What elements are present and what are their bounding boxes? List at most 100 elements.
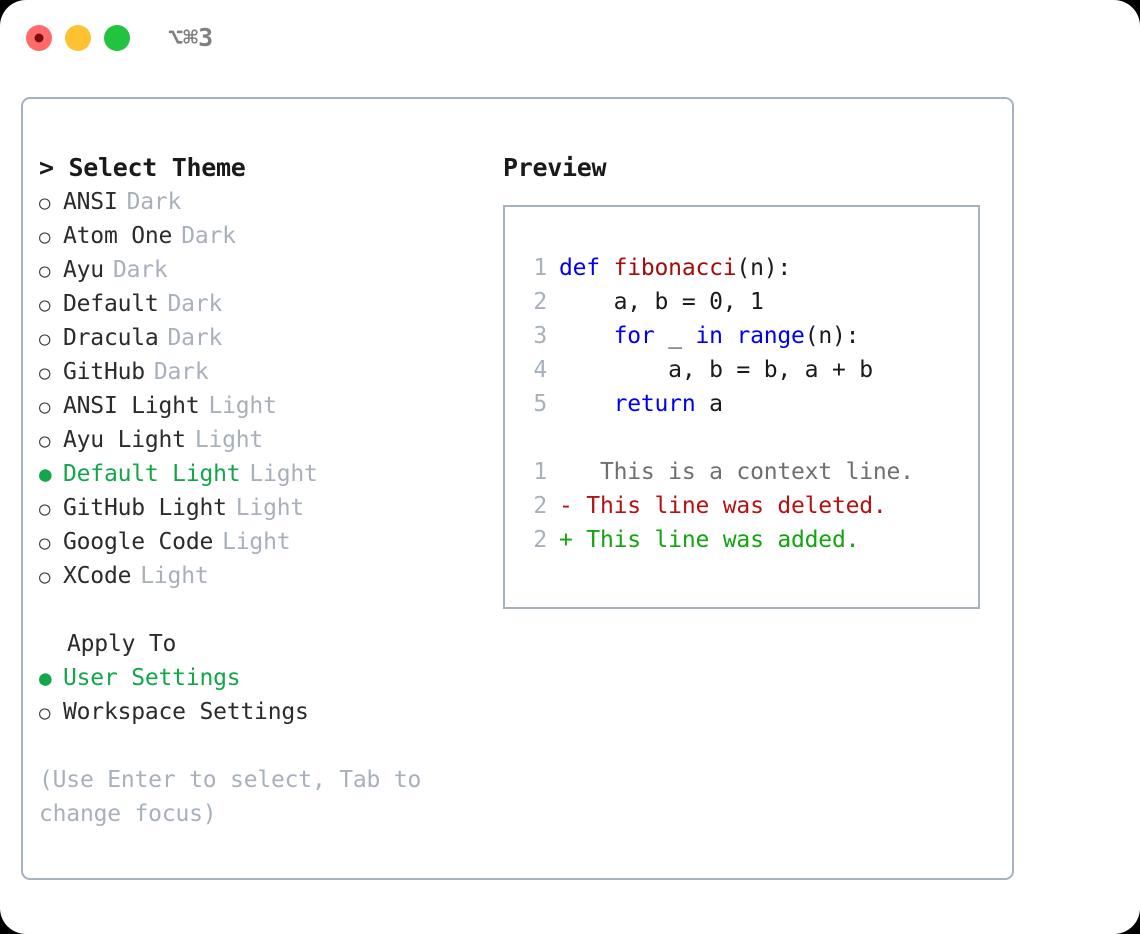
line-number: 2 <box>533 527 547 553</box>
radio-unselected-icon[interactable]: ○ <box>39 260 51 282</box>
code-token: fibonacci <box>613 255 737 281</box>
diff-line: 1 This is a context line. <box>519 455 972 489</box>
theme-category-label: Light <box>140 563 209 589</box>
theme-name-label: Ayu <box>63 257 104 283</box>
diff-marker <box>559 459 586 485</box>
theme-list-item[interactable]: ○ Dracula Dark <box>39 321 494 355</box>
theme-list-item[interactable]: ○ Ayu Light Light <box>39 423 494 457</box>
line-number: 1 <box>533 459 547 485</box>
theme-list-item[interactable]: ○ Ayu Dark <box>39 253 494 287</box>
line-number: 5 <box>533 391 547 417</box>
line-number: 4 <box>533 357 547 383</box>
close-window-button[interactable] <box>26 25 52 51</box>
diff-sample: 1 This is a context line.2- This line wa… <box>519 455 972 557</box>
preview-header: Preview <box>503 153 607 182</box>
radio-selected-icon[interactable]: ● <box>39 666 52 690</box>
code-token: range <box>736 323 805 349</box>
code-token: def <box>559 255 614 281</box>
section-spacer <box>39 593 494 627</box>
radio-unselected-icon[interactable]: ○ <box>39 328 51 350</box>
theme-list-item[interactable]: ○ Atom One Dark <box>39 219 494 253</box>
maximize-window-button[interactable] <box>104 25 130 51</box>
code-token <box>559 323 614 349</box>
radio-selected-icon[interactable]: ● <box>39 462 52 486</box>
theme-name-label: Dracula <box>63 325 159 351</box>
theme-list-item[interactable]: ○ ANSI Dark <box>39 185 494 219</box>
theme-list-item[interactable]: ○ GitHub Dark <box>39 355 494 389</box>
code-line: 1 def fibonacci(n): <box>519 251 972 285</box>
radio-unselected-icon[interactable]: ○ <box>39 226 51 248</box>
radio-unselected-icon[interactable]: ○ <box>39 566 51 588</box>
diff-marker: + <box>559 527 587 553</box>
theme-list-item[interactable]: ○ Google Code Light <box>39 525 494 559</box>
apply-to-item[interactable]: ● User Settings <box>39 661 494 695</box>
code-token: a, b = b, a + b <box>559 357 873 383</box>
diff-line: 2 + This line was added. <box>519 523 972 557</box>
code-token <box>559 391 614 417</box>
apply-to-label: User Settings <box>63 665 241 691</box>
theme-category-label: Dark <box>153 359 209 385</box>
theme-category-label: Light <box>249 461 318 487</box>
radio-unselected-icon[interactable]: ○ <box>39 396 51 418</box>
apply-to-item[interactable]: ○Workspace Settings <box>39 695 494 729</box>
theme-name-label: GitHub Light <box>63 495 227 521</box>
radio-unselected-icon[interactable]: ○ <box>39 192 51 214</box>
apply-to-header: Apply To <box>67 631 177 657</box>
select-theme-header: > Select Theme <box>39 153 246 182</box>
code-line: 5 return a <box>519 387 972 421</box>
radio-unselected-icon[interactable]: ○ <box>39 702 51 724</box>
code-token: return <box>613 391 696 417</box>
diff-line: 2- This line was deleted. <box>519 489 972 523</box>
diff-marker: - <box>559 493 587 519</box>
theme-name-label: Default Light <box>63 461 241 487</box>
theme-category-label: Light <box>208 393 277 419</box>
keyboard-shortcut-label: ⌥⌘3 <box>168 23 214 52</box>
radio-unselected-icon[interactable]: ○ <box>39 294 51 316</box>
theme-category-label: Light <box>235 495 305 521</box>
radio-unselected-icon[interactable]: ○ <box>39 430 51 452</box>
theme-name-label: ANSI Light <box>63 393 200 419</box>
theme-name-label: ANSI <box>63 189 118 215</box>
theme-category-label: Dark <box>112 257 168 283</box>
diff-text: This line was deleted. <box>586 493 887 519</box>
theme-list-item[interactable]: ● Default Light Light <box>39 457 494 491</box>
theme-category-label: Light <box>194 427 264 453</box>
line-number: 3 <box>533 323 547 349</box>
radio-unselected-icon[interactable]: ○ <box>39 362 51 384</box>
code-line: 2 a, b = 0, 1 <box>519 285 972 319</box>
traffic-light-buttons <box>26 25 130 51</box>
diff-text: This line was added. <box>586 527 860 553</box>
theme-list-item[interactable]: ○ GitHub Light Light <box>39 491 494 525</box>
theme-name-label: Google Code <box>63 529 214 555</box>
code-token: a, b = 0, 1 <box>559 289 764 315</box>
code-token: (n): <box>736 255 792 281</box>
line-number: 2 <box>533 289 547 315</box>
theme-name-label: Ayu Light <box>63 427 186 453</box>
minimize-window-button[interactable] <box>65 25 91 51</box>
code-token: in <box>695 323 723 349</box>
radio-unselected-icon[interactable]: ○ <box>39 532 51 554</box>
code-token: (n): <box>804 323 860 349</box>
theme-category-label: Dark <box>181 223 236 249</box>
theme-list-item[interactable]: ○ ANSI Light Light <box>39 389 494 423</box>
line-number: 1 <box>533 255 547 281</box>
code-line: 4 a, b = b, a + b <box>519 353 972 387</box>
theme-category-label: Light <box>222 529 291 555</box>
code-line: 3 for _ in range(n): <box>519 319 972 353</box>
code-token: a <box>695 391 723 417</box>
title-bar: ⌥⌘3 <box>0 0 1140 78</box>
theme-name-label: Atom One <box>63 223 173 249</box>
code-token <box>723 323 737 349</box>
theme-category-label: Dark <box>167 325 223 351</box>
theme-category-label: Dark <box>126 189 182 215</box>
theme-name-label: GitHub <box>63 359 145 385</box>
apply-to-list[interactable]: ● User Settings ○Workspace Settings <box>39 661 494 729</box>
line-number: 2 <box>533 493 547 519</box>
radio-unselected-icon[interactable]: ○ <box>39 498 51 520</box>
